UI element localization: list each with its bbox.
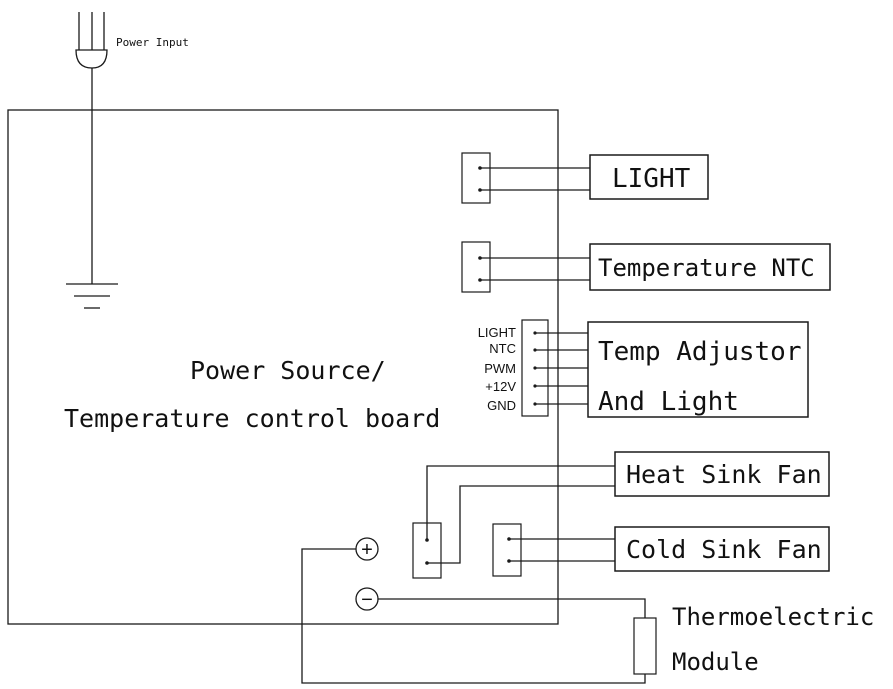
light-label: LIGHT [612,164,691,194]
light-wires [480,167,590,191]
temp-adjustor-label-line1: Temp Adjustor [598,337,802,367]
cold-sink-fan-box [614,526,830,572]
cold-sink-fan-wires [509,538,615,562]
connector-pin-labels: LIGHT NTC PWM +12V GND [478,325,517,413]
pin-label-12v: +12V [485,379,516,394]
thermoelectric-label-line2: Module [672,648,759,676]
positive-terminal-sign: + [361,539,373,561]
light-box [589,154,709,200]
power-input-label: Power Input [116,36,189,49]
ground-symbol [66,283,118,309]
five-pin-wires [533,331,588,406]
board-label-line1: Power Source/ [190,356,386,385]
temp-adjustor-box [587,321,809,418]
pin-label-pwm: PWM [484,361,516,376]
negative-terminal-sign: − [361,589,373,611]
pin-label-gnd: GND [487,398,516,413]
light-connector [461,152,491,204]
cold-sink-fan-connector [492,523,522,577]
heat-sink-fan-label: Heat Sink Fan [626,460,822,489]
power-input-plug [75,12,108,69]
control-board [7,109,559,625]
temp-adjustor-label-line2: And Light [598,387,739,417]
thermoelectric-label-line1: Thermoelectric [672,603,874,631]
ntc-connector [461,241,491,293]
thermoelectric-wires [301,548,646,684]
temperature-ntc-box [589,243,831,291]
temperature-ntc-label: Temperature NTC [598,254,815,282]
heat-sink-fan-wires [426,465,615,564]
pin-label-ntc: NTC [489,341,516,356]
thermoelectric-module-element [633,617,657,675]
board-label-line2: Temperature control board [64,404,440,433]
pin-label-light: LIGHT [478,325,516,340]
cold-sink-fan-label: Cold Sink Fan [626,535,822,564]
heat-sink-fan-box [614,451,830,497]
ntc-wires [480,257,590,281]
